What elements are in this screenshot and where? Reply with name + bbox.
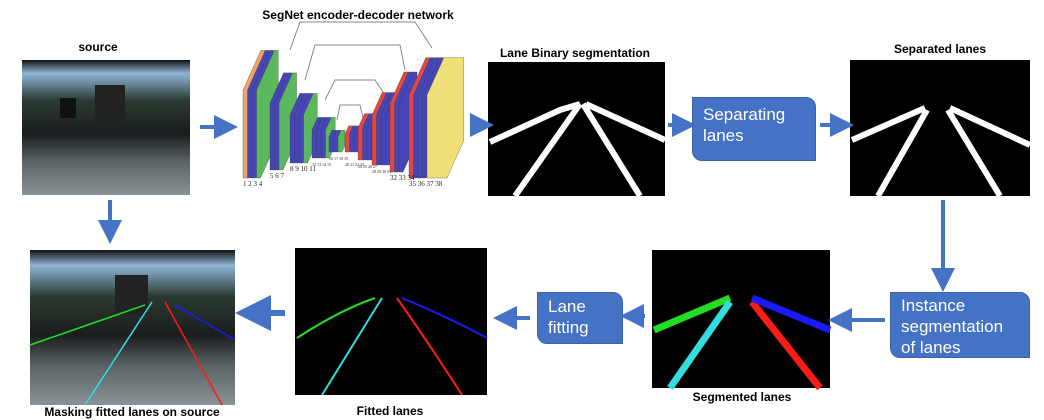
fitted-lanes-image [295, 248, 488, 396]
masked-source-image [29, 250, 236, 406]
binary-label: Lane Binary segmentation [499, 46, 651, 60]
separated-lanes-image [850, 60, 1032, 198]
fitted-label: Fitted lanes [356, 404, 424, 418]
segnet-layer [426, 57, 464, 179]
segnet-layer-number: 5 6 7 [270, 172, 285, 180]
instance-segmentation-box: Instance segmentation of lanes [890, 292, 1030, 358]
separating-lanes-box: Separating lanes [692, 97, 816, 161]
segnet-layer-number: 12 13 14 15 [312, 162, 331, 167]
segnet-layer-number: 8 9 10 11 [290, 165, 316, 173]
masking-label: Masking fitted lanes on source [44, 405, 220, 419]
source-label: source [78, 40, 118, 54]
source-image [22, 60, 190, 195]
segmented-lanes-image [652, 250, 832, 391]
segmented-label: Segmented lanes [692, 390, 792, 404]
binary-segmentation-image [488, 62, 667, 198]
lane-fitting-box: Lane fitting [537, 292, 623, 344]
separated-label: Separated lanes [893, 42, 987, 56]
segnet-layer-number: 16 17 18 19 [329, 156, 348, 161]
segnet-layer-number: 24 25 26 27 [358, 164, 377, 169]
segnet-layer-number: 32 33 34 [390, 174, 415, 182]
segnet-layer-number: 20 21 22 23 [345, 162, 364, 167]
segnet-label: SegNet encoder-decoder network [262, 8, 454, 22]
segnet-layer-number: 28 29 30 31 [372, 169, 391, 174]
segnet-layer-number: 35 36 37 38 [409, 180, 443, 188]
segnet-layer-number: 1 2 3 4 [243, 180, 263, 188]
